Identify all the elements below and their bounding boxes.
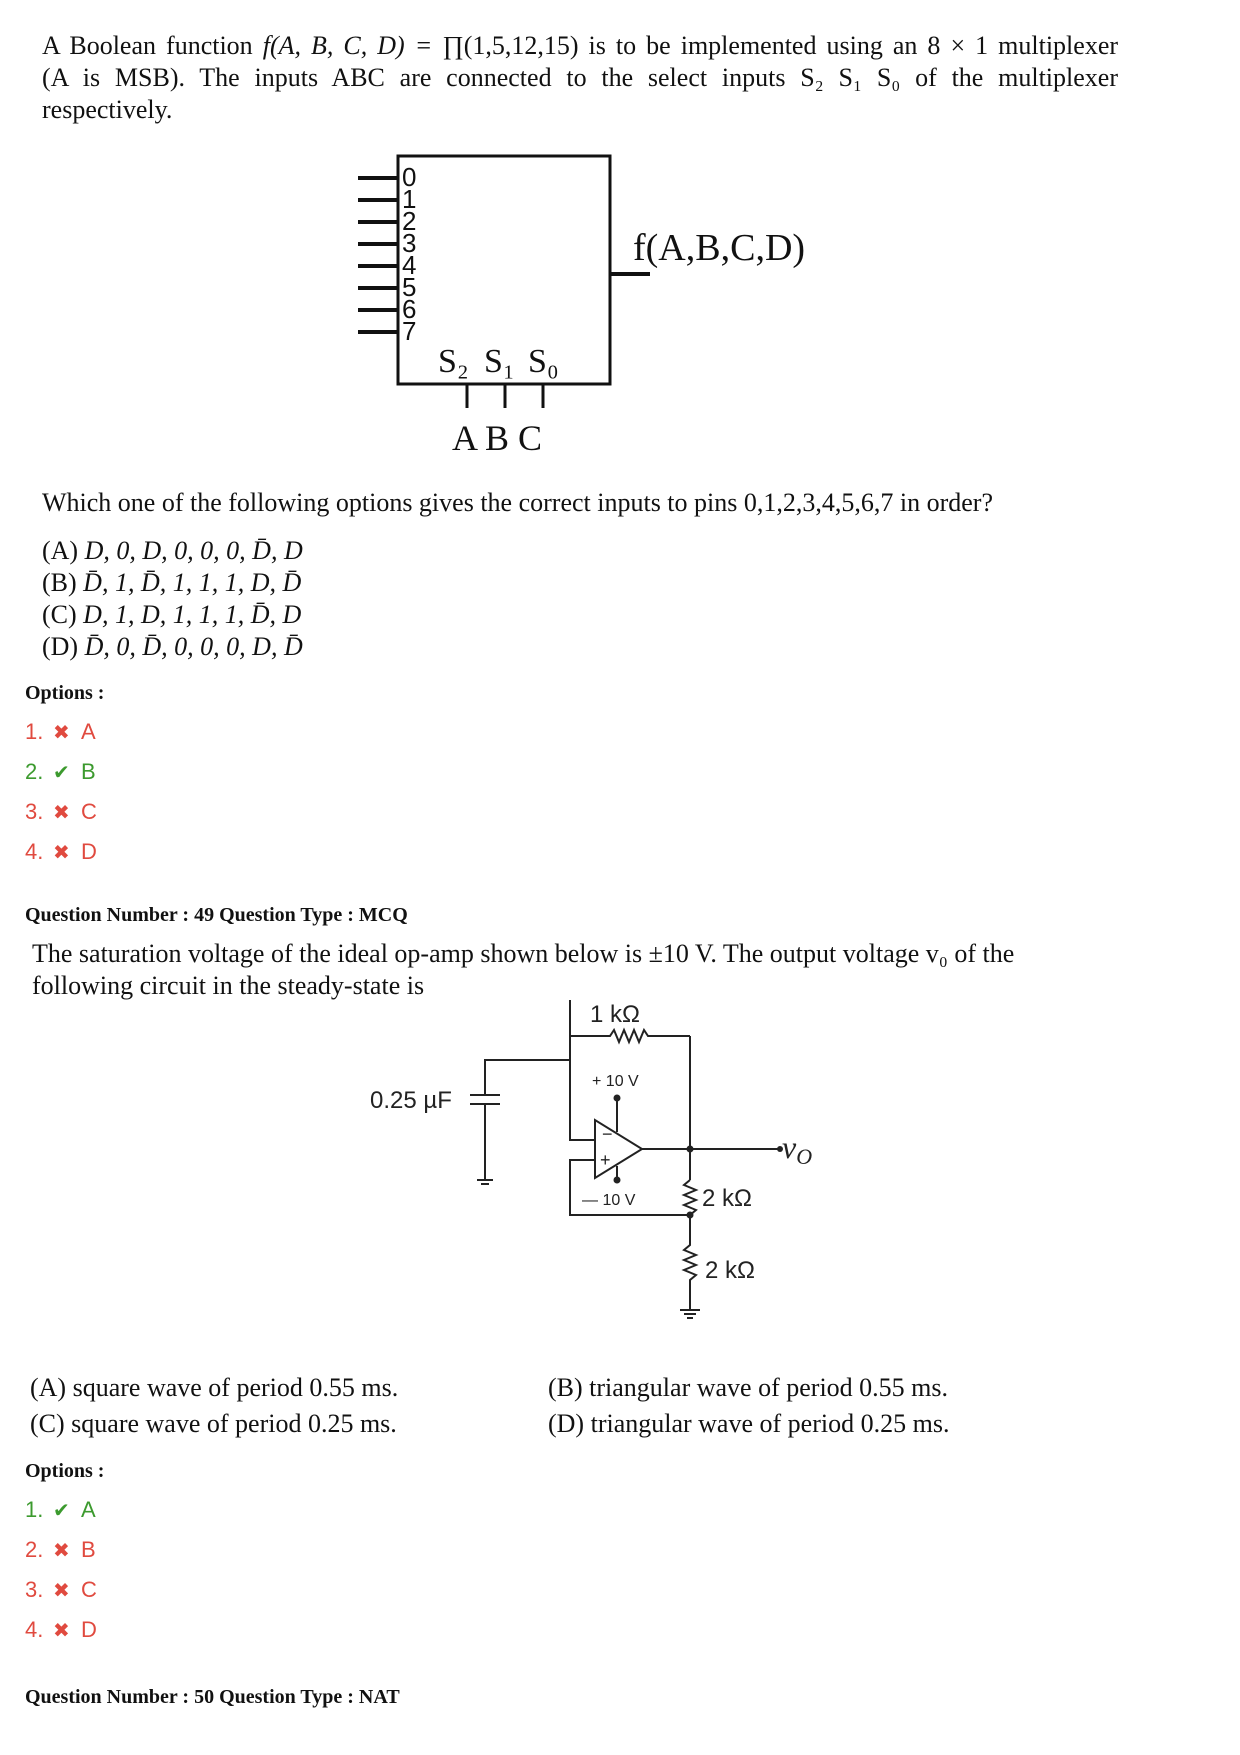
circuit-svg: 1 kΩ + 10 V — 10 V 0.25 µF 2 kΩ 2 kΩ − +…: [370, 1000, 812, 1319]
q48-choice-c-items: D, 1, D, 1, 1, 1, D̄, D: [83, 600, 302, 629]
q49-stem-line2: following circuit in the steady-state is: [32, 971, 425, 1000]
pin-1: 1: [402, 184, 416, 214]
q48-answer-1[interactable]: 1. ✖ A: [25, 719, 96, 744]
q48-choice-a-items: D, 0, D, 0, 0, 0, D̄, D: [84, 536, 303, 565]
output-label: vO: [782, 1129, 812, 1169]
q49-answer-4[interactable]: 4. ✖ D: [25, 1617, 97, 1642]
q49-stem-line1: The saturation voltage of the ideal op-a…: [32, 939, 1015, 968]
supply-neg-label: — 10 V: [582, 1192, 636, 1209]
feedback-resistor-label: 1 kΩ: [590, 1001, 640, 1028]
q49-header: Question Number : 49 Question Type : MCQ: [25, 904, 408, 926]
check-icon: ✔: [53, 761, 70, 784]
q49-choice-a: (A) square wave of period 0.55 ms.: [30, 1373, 399, 1402]
q48-options-heading: Options :: [25, 682, 105, 704]
select-label-s1: S₁: [484, 343, 515, 380]
r-top-label: 2 kΩ: [702, 1185, 752, 1212]
q48-answer-2[interactable]: 2. ✔ B: [25, 759, 96, 784]
q48-choice-b: (B) D̄, 1, D̄, 1, 1, 1, D, D̄: [42, 568, 302, 597]
q49-choice-d: (D) triangular wave of period 0.25 ms.: [548, 1409, 950, 1438]
q48-stem: A Boolean function f(A, B, C, D) = ∏(1,5…: [42, 30, 1118, 126]
q48-answer-3[interactable]: 3. ✖ C: [25, 799, 97, 824]
q48-stem-line1: A Boolean function f(A, B, C, D) = ∏(1,5…: [42, 31, 1119, 60]
mux-diagram: 0 1 2 3 4 5 6 7 f(A,B,C,D) S₂ S₁ S₀ A B …: [350, 150, 820, 490]
feedback-resistor: [570, 1027, 690, 1045]
select-label-s0: S₀: [528, 343, 559, 380]
r-top: [681, 1179, 699, 1216]
q48-choices: (A) D, 0, D, 0, 0, 0, D̄, D (B) D̄, 1, D…: [42, 535, 642, 663]
pin-6: 6: [402, 294, 416, 324]
q49-choice-b: (B) triangular wave of period 0.55 ms.: [548, 1373, 949, 1402]
q49-choice-c: (C) square wave of period 0.25 ms.: [30, 1409, 397, 1438]
supply-pos-label: + 10 V: [592, 1073, 639, 1090]
q48-choice-d: (D) D̄, 0, D̄, 0, 0, 0, D, D̄: [42, 632, 303, 661]
q49-answer-list: 1. ✔ A 2. ✖ B 3. ✖ C 4. ✖ D: [25, 1490, 97, 1650]
q48-stem-line2: (A is MSB). The inputs ABC are connected…: [42, 63, 1118, 92]
pin-0: 0: [402, 162, 416, 192]
pin-7: 7: [402, 316, 416, 346]
cross-icon: ✖: [53, 801, 70, 824]
r-bottom-label: 2 kΩ: [705, 1257, 755, 1284]
pin-4: 4: [402, 250, 416, 280]
q48-answer-4[interactable]: 4. ✖ D: [25, 839, 97, 864]
q48-stem-line3: respectively.: [42, 95, 173, 124]
cross-icon: ✖: [53, 1619, 70, 1642]
select-inputs-label: A B C: [452, 418, 542, 458]
mux-output-label: f(A,B,C,D): [633, 227, 805, 269]
inverting-input-sign: −: [602, 1124, 613, 1144]
pin-5: 5: [402, 272, 416, 302]
q48-prompt: Which one of the following options gives…: [42, 488, 993, 517]
mux-input-lines: [358, 176, 398, 334]
q48-choice-a: (A) D, 0, D, 0, 0, 0, D̄, D: [42, 536, 303, 565]
cross-icon: ✖: [53, 1579, 70, 1602]
cross-icon: ✖: [53, 721, 70, 744]
q49-options-heading: Options :: [25, 1460, 105, 1482]
r-bottom: [681, 1215, 699, 1310]
q49-answer-3[interactable]: 3. ✖ C: [25, 1577, 97, 1602]
select-label-s2: S₂: [438, 343, 469, 380]
q50-header: Question Number : 50 Question Type : NAT: [25, 1686, 400, 1708]
pin-2: 2: [402, 206, 416, 236]
noninverting-input-sign: +: [600, 1150, 611, 1170]
q49-stem: The saturation voltage of the ideal op-a…: [32, 938, 1092, 1002]
q48-answer-list: 1. ✖ A 2. ✔ B 3. ✖ C 4. ✖ D: [25, 712, 97, 872]
q49-answer-2[interactable]: 2. ✖ B: [25, 1537, 96, 1562]
select-lines: [461, 382, 549, 408]
cross-icon: ✖: [53, 841, 70, 864]
mux-svg: 0 1 2 3 4 5 6 7 f(A,B,C,D) S₂ S₁ S₀ A B …: [358, 154, 805, 458]
q48-choice-b-items: D̄, 1, D̄, 1, 1, 1, D, D̄: [83, 568, 302, 597]
pin-3: 3: [402, 228, 416, 258]
opamp-circuit: 1 kΩ + 10 V — 10 V 0.25 µF 2 kΩ 2 kΩ − +…: [360, 1000, 840, 1360]
cross-icon: ✖: [53, 1539, 70, 1562]
opamp-triangle: [594, 1118, 644, 1180]
q49-answer-1[interactable]: 1. ✔ A: [25, 1497, 96, 1522]
check-icon: ✔: [53, 1499, 70, 1522]
q48-choice-d-items: D̄, 0, D̄, 0, 0, 0, D, D̄: [84, 632, 303, 661]
capacitor-label: 0.25 µF: [370, 1087, 452, 1114]
q48-choice-c: (C) D, 1, D, 1, 1, 1, D̄, D: [42, 600, 302, 629]
